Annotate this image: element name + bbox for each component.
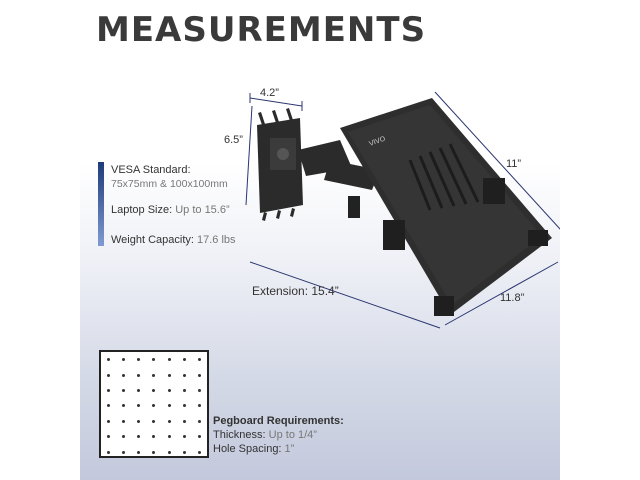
spec-laptop-size: Laptop Size: Up to 15.6” xyxy=(111,204,230,216)
pegboard-spacing-label: Hole Spacing: xyxy=(213,443,285,455)
spec-laptop-label: Laptop Size: xyxy=(111,204,176,216)
dim-extension-label: Extension: 15.4” xyxy=(252,284,339,298)
dim-depth-label: 11” xyxy=(506,158,522,170)
pegboard-illustration xyxy=(99,350,209,458)
wall-plate xyxy=(257,108,303,221)
side-clamp-left xyxy=(383,220,405,250)
spec-weight-label: Weight Capacity: xyxy=(111,234,198,246)
side-clamp-right xyxy=(483,178,505,204)
dim-tray-width-label: 11.8” xyxy=(500,292,525,304)
spec-accent-bar xyxy=(98,162,104,246)
spec-weight-value: 17.6 lbs xyxy=(197,234,236,246)
dim-line-depth xyxy=(434,91,560,230)
dim-line-height xyxy=(245,105,253,206)
pegboard-thickness-label: Thickness: xyxy=(213,429,269,441)
pegboard-requirements: Pegboard Requirements: Thickness: Up to … xyxy=(213,414,344,456)
dim-width-label: 4.2” xyxy=(260,87,279,99)
pegboard-spacing-value: 1” xyxy=(284,443,295,455)
pegboard-thickness: Thickness: Up to 1/4” xyxy=(213,428,344,442)
dim-line-extension xyxy=(249,261,441,329)
mount-diagram: VIVO xyxy=(245,91,560,329)
dim-line-tray-width xyxy=(444,261,559,326)
laptop-tray: VIVO xyxy=(340,98,552,316)
pegboard-spacing: Hole Spacing: 1” xyxy=(213,442,344,456)
dim-height-label: 6.5” xyxy=(224,134,243,146)
page-title: MEASUREMENTS xyxy=(96,10,427,50)
spec-laptop-value: Up to 15.6” xyxy=(175,204,230,216)
spec-weight-capacity: Weight Capacity: 17.6 lbs xyxy=(111,234,236,246)
pegboard-thickness-value: Up to 1/4” xyxy=(268,429,317,441)
pegboard-heading: Pegboard Requirements: xyxy=(213,415,344,427)
spec-vesa-value: 75x75mm & 100x100mm xyxy=(111,178,228,190)
spec-vesa-label: VESA Standard: xyxy=(111,164,191,176)
product-infographic: MEASUREMENTS xyxy=(80,0,560,480)
dim-line-width xyxy=(249,97,303,107)
